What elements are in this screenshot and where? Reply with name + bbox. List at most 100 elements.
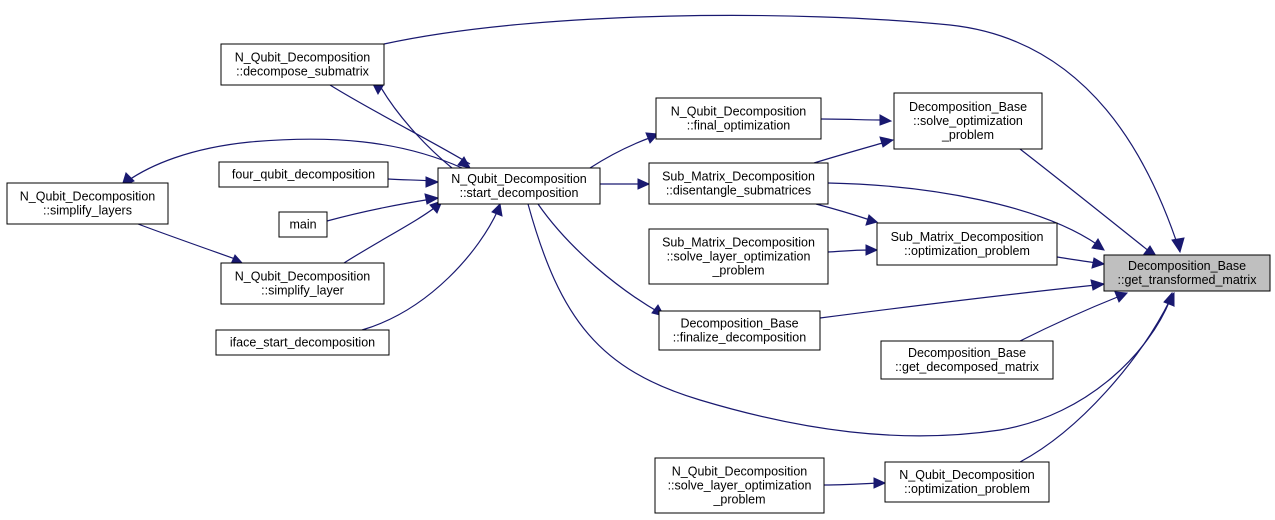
node-nqd-sd[interactable]: N_Qubit_Decomposition::start_decompositi… <box>437 167 601 205</box>
edge-line <box>343 204 439 264</box>
node-label-line: ::final_optimization <box>687 119 791 133</box>
node-db-gdm[interactable]: Decomposition_Base::get_decomposed_matri… <box>880 340 1054 380</box>
node-label-line: ::disentangle_submatrices <box>666 184 811 198</box>
node-nqd-sl[interactable]: N_Qubit_Decomposition::simplify_layers <box>6 182 169 225</box>
edge-simplify-layer-to-start-decomposition <box>343 200 443 264</box>
node-smd-ds[interactable]: Sub_Matrix_Decomposition::disentangle_su… <box>648 162 829 205</box>
node-nqd-ds[interactable]: N_Qubit_Decomposition::decompose_submatr… <box>220 43 385 86</box>
edge-arrowhead <box>1091 257 1106 269</box>
edge-line <box>387 178 433 182</box>
node-label-line: Sub_Matrix_Decomposition <box>662 236 815 250</box>
node-nqd-fo[interactable]: N_Qubit_Decomposition::final_optimizatio… <box>655 97 822 140</box>
edge-arrowhead <box>879 136 895 148</box>
edge-line <box>823 482 879 486</box>
node-label-line: N_Qubit_Decomposition <box>451 172 587 186</box>
node-label-line: N_Qubit_Decomposition <box>20 190 156 204</box>
edge-line <box>379 85 453 169</box>
node-smd-op[interactable]: Sub_Matrix_Decomposition::optimization_p… <box>876 222 1058 266</box>
node-main[interactable]: main <box>278 211 328 238</box>
node-box[interactable] <box>6 182 169 225</box>
node-nqd-sly[interactable]: N_Qubit_Decomposition::simplify_layer <box>220 262 385 305</box>
node-box[interactable] <box>655 97 822 140</box>
node-label-line: main <box>289 218 316 232</box>
node-iface[interactable]: iface_start_decomposition <box>215 329 390 356</box>
node-box[interactable] <box>220 262 385 305</box>
node-box[interactable] <box>658 310 821 351</box>
edge-four-qubit-to-start-decomposition <box>387 176 440 188</box>
edge-main-to-start-decomposition <box>326 193 440 222</box>
node-box[interactable] <box>648 228 829 285</box>
edge-start-decomposition-to-get-transformed-matrix <box>527 203 1175 437</box>
node-nqd-slop[interactable]: N_Qubit_Decomposition::solve_layer_optim… <box>654 457 825 514</box>
node-nqd-op[interactable]: N_Qubit_Decomposition::optimization_prob… <box>884 461 1050 503</box>
node-box[interactable] <box>876 222 1058 266</box>
node-box[interactable] <box>215 329 390 356</box>
node-db-sop[interactable]: Decomposition_Base::solve_optimization_p… <box>893 92 1043 150</box>
edge-disentangle-submatrices-to-solve-optimization-problem <box>813 136 895 164</box>
edge-arrowhead <box>424 193 440 205</box>
node-label-line: ::optimization_problem <box>904 244 1030 258</box>
node-label-line: _problem <box>712 493 765 507</box>
nodes-layer: Decomposition_Base::get_transformed_matr… <box>6 43 1271 514</box>
edge-arrowhead <box>491 202 503 217</box>
edge-line <box>589 136 653 169</box>
node-box[interactable] <box>893 92 1043 150</box>
edge-arrowhead <box>865 244 879 256</box>
node-label-line: ::solve_optimization <box>913 114 1023 128</box>
node-box[interactable] <box>218 161 389 188</box>
edge-start-decomposition-to-disentangle-submatrices <box>600 178 651 190</box>
edge-line <box>537 203 661 314</box>
edge-arrowhead <box>1164 291 1175 307</box>
edge-get-decomposed-matrix-to-get-transformed-matrix <box>1019 291 1129 342</box>
node-label-line: _problem <box>941 128 994 142</box>
edge-decompose-submatrix-to-get-transformed-matrix <box>383 14 1185 254</box>
node-box[interactable] <box>880 340 1054 380</box>
edge-decompose-submatrix-to-start-decomposition-1 <box>329 84 471 169</box>
node-box[interactable] <box>884 461 1050 503</box>
edge-arrowhead <box>1114 291 1129 303</box>
edge-line <box>1019 299 1171 463</box>
node-box[interactable] <box>1103 254 1271 292</box>
edge-line <box>815 203 871 221</box>
node-smd-slop[interactable]: Sub_Matrix_Decomposition::solve_layer_op… <box>648 228 829 285</box>
edge-arrowhead <box>1091 238 1105 251</box>
edge-start-decomposition-to-finalize-decomposition <box>537 203 665 317</box>
edge-final-optimization-to-solve-optimization-problem <box>820 114 893 126</box>
node-label-line: ::finalize_decomposition <box>673 331 806 345</box>
edge-arrowhead <box>457 156 471 169</box>
edge-arrowhead <box>425 176 440 188</box>
node-label-line: Decomposition_Base <box>680 317 798 331</box>
edge-solve-layer-optimization-to-optimization-problem <box>827 244 879 256</box>
edge-nqd-optimization-problem-to-get-transformed-matrix <box>1019 291 1175 463</box>
node-label-line: ::get_decomposed_matrix <box>895 360 1040 374</box>
edge-optimization-problem-to-get-transformed-matrix <box>1056 256 1106 269</box>
edge-line <box>329 84 471 165</box>
node-label-line: N_Qubit_Decomposition <box>235 270 371 284</box>
node-label-line: four_qubit_decomposition <box>232 168 375 182</box>
node-label-line: Decomposition_Base <box>909 100 1027 114</box>
node-fqd[interactable]: four_qubit_decomposition <box>218 161 389 188</box>
edge-start-decomposition-to-final-optimization <box>589 132 660 169</box>
edge-arrowhead <box>873 477 887 489</box>
edge-nqd-solve-layer-to-nqd-optimization-problem <box>823 477 887 489</box>
node-db-fd[interactable]: Decomposition_Base::finalize_decompositi… <box>658 310 821 351</box>
node-box[interactable] <box>278 211 328 238</box>
edge-finalize-decomposition-to-get-transformed-matrix <box>819 279 1106 319</box>
edge-start-decomposition-to-decompose-submatrix <box>371 81 453 169</box>
edge-line <box>383 14 1181 253</box>
node-box[interactable] <box>648 162 829 205</box>
edge-line <box>813 141 887 164</box>
edge-line <box>361 209 499 331</box>
edge-simplify-layers-to-simplify-layer <box>137 223 245 265</box>
node-box[interactable] <box>437 167 601 205</box>
node-box[interactable] <box>654 457 825 514</box>
node-gtm[interactable]: Decomposition_Base::get_transformed_matr… <box>1103 254 1271 292</box>
edge-line <box>820 118 885 121</box>
node-label-line: ::optimization_problem <box>904 482 1030 496</box>
edge-iface-to-start-decomposition <box>361 202 503 331</box>
edge-arrowhead <box>645 132 660 144</box>
node-box[interactable] <box>220 43 385 86</box>
edge-line <box>827 249 871 253</box>
edge-line <box>827 182 1099 246</box>
